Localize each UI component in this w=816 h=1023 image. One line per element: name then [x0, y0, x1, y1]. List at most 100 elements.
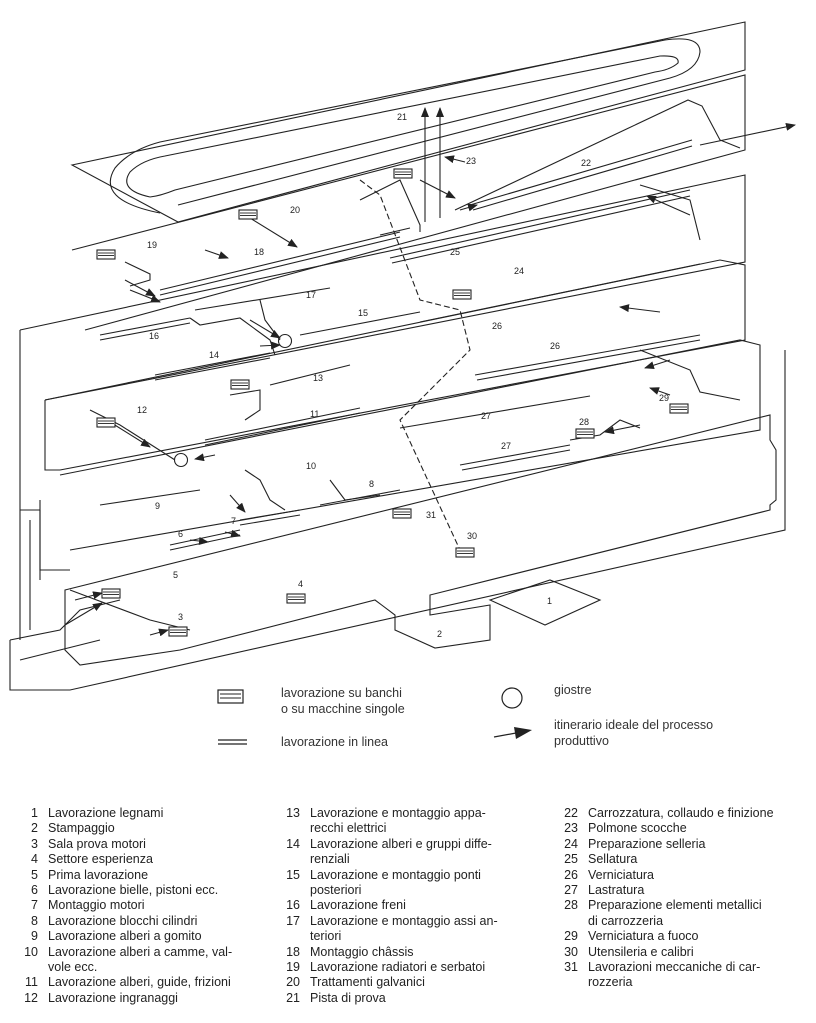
key-item: 30 Utensileria e calibri	[540, 945, 816, 960]
key-item: 12 Lavorazione ingranaggi	[0, 991, 270, 1006]
area-label: 28	[579, 417, 589, 427]
carousel-marker	[277, 333, 293, 349]
key-item-number: 16	[286, 898, 300, 913]
key-item-text: Montaggio motori	[48, 898, 145, 913]
key-item-number: 26	[564, 867, 578, 882]
area-label: 21	[397, 112, 407, 122]
key-item-number: 3	[31, 836, 38, 851]
key-item-number: 30	[564, 944, 578, 959]
area-label: 8	[369, 479, 374, 489]
key-item-text: Lavorazione alberi e gruppi diffe-	[310, 836, 492, 851]
area-label: 5	[173, 570, 178, 580]
carousel-marker	[173, 452, 189, 468]
key-item-number	[0, 960, 48, 975]
floor-engines	[20, 259, 746, 511]
key-item-number: 8	[31, 913, 38, 928]
key-item-text: Polmone scocche	[588, 821, 687, 836]
key-item-number: 12	[24, 990, 38, 1005]
floor-machining	[39, 339, 761, 571]
area-label: 3	[178, 612, 183, 622]
area-label: 22	[581, 158, 591, 168]
key-item-text: Lavorazione alberi a camme, val-	[48, 944, 233, 959]
key-item: di carrozzeria	[540, 914, 816, 929]
area-label: 9	[155, 501, 160, 511]
key-item-text: Preparazione selleria	[588, 836, 706, 851]
key-item-text: Carrozzatura, collaudo e finizione	[588, 806, 774, 820]
area-label: 4	[298, 579, 303, 589]
key-item-text: rozzeria	[588, 975, 633, 990]
area-label: 24	[514, 266, 524, 276]
key-item: rozzeria	[540, 975, 816, 990]
area-label: 12	[137, 405, 147, 415]
area-label: 27	[481, 411, 491, 421]
key-item-text: Montaggio châssis	[310, 944, 414, 959]
key-item: 24 Preparazione selleria	[540, 837, 816, 852]
key-item-number: 21	[286, 990, 300, 1005]
key-item-text: Lavorazione ingranaggi	[48, 990, 178, 1005]
floor-assembly	[19, 174, 746, 510]
area-label: 10	[306, 461, 316, 471]
legend-flow-arrow-icon	[493, 727, 532, 739]
area-label: 1	[547, 596, 552, 606]
key-item-text: Lavorazione bielle, pistoni ecc.	[48, 883, 219, 898]
factory-floor-diagram: 1234567891011121314151617181920212223242…	[9, 21, 796, 749]
key-item: 13 Lavorazione e montaggio appa-	[262, 806, 544, 821]
key-item-number: 2	[31, 821, 38, 836]
key-item: vole ecc.	[0, 960, 270, 975]
key-item-number: 13	[286, 806, 300, 820]
key-item-number	[262, 821, 310, 836]
area-label: 6	[178, 529, 183, 539]
area-label: 2	[437, 629, 442, 639]
legend-bench-line2: o su macchine singole	[281, 702, 405, 716]
floor-test-track	[70, 21, 746, 223]
key-item-number: 18	[286, 944, 300, 959]
key-item-text: posteriori	[310, 883, 362, 898]
area-label: 19	[147, 240, 157, 250]
area-label: 20	[290, 205, 300, 215]
key-item-number: 15	[286, 867, 300, 882]
key-item-text: Sellatura	[588, 852, 638, 867]
key-item: posteriori	[262, 883, 544, 898]
legend-carousel-label: giostre	[554, 683, 592, 697]
legend-bench-icon	[217, 689, 244, 704]
legend-line-label: lavorazione in linea	[281, 735, 388, 749]
key-item-number: 10	[24, 944, 38, 959]
key-item-number: 25	[564, 852, 578, 867]
key-item-text: Lavorazioni meccaniche di car-	[588, 960, 761, 975]
key-item-text: Lavorazione e montaggio appa-	[310, 806, 486, 820]
key-item: teriori	[262, 929, 544, 944]
key-item: 15 Lavorazione e montaggio ponti	[262, 868, 544, 883]
key-item-number: 29	[564, 929, 578, 944]
key-item-text: Lavorazione legnami	[48, 806, 164, 820]
area-label: 15	[358, 308, 368, 318]
key-item: 1 Lavorazione legnami	[0, 806, 270, 821]
key-item-number: 24	[564, 836, 578, 851]
key-item-number: 4	[31, 852, 38, 867]
key-item-text: teriori	[310, 929, 342, 944]
key-item-text: Lavorazione e montaggio ponti	[310, 867, 481, 882]
area-label: 27	[501, 441, 511, 451]
key-item-number	[262, 852, 310, 867]
key-item-number: 28	[564, 898, 578, 913]
key-item-number: 1	[31, 806, 38, 820]
area-label: 11	[310, 409, 319, 419]
area-label: 13	[313, 373, 323, 383]
area-labels: 1234567891011121314151617181920212223242…	[137, 112, 669, 639]
key-item-text: Lavorazione radiatori e serbatoi	[310, 960, 486, 975]
key-item-text: Utensileria e calibri	[588, 944, 694, 959]
key-item-number	[540, 914, 588, 929]
key-item-number: 5	[31, 867, 38, 882]
key-item-number: 27	[564, 883, 578, 898]
key-item-text: Lavorazione alberi, guide, frizioni	[48, 975, 231, 990]
